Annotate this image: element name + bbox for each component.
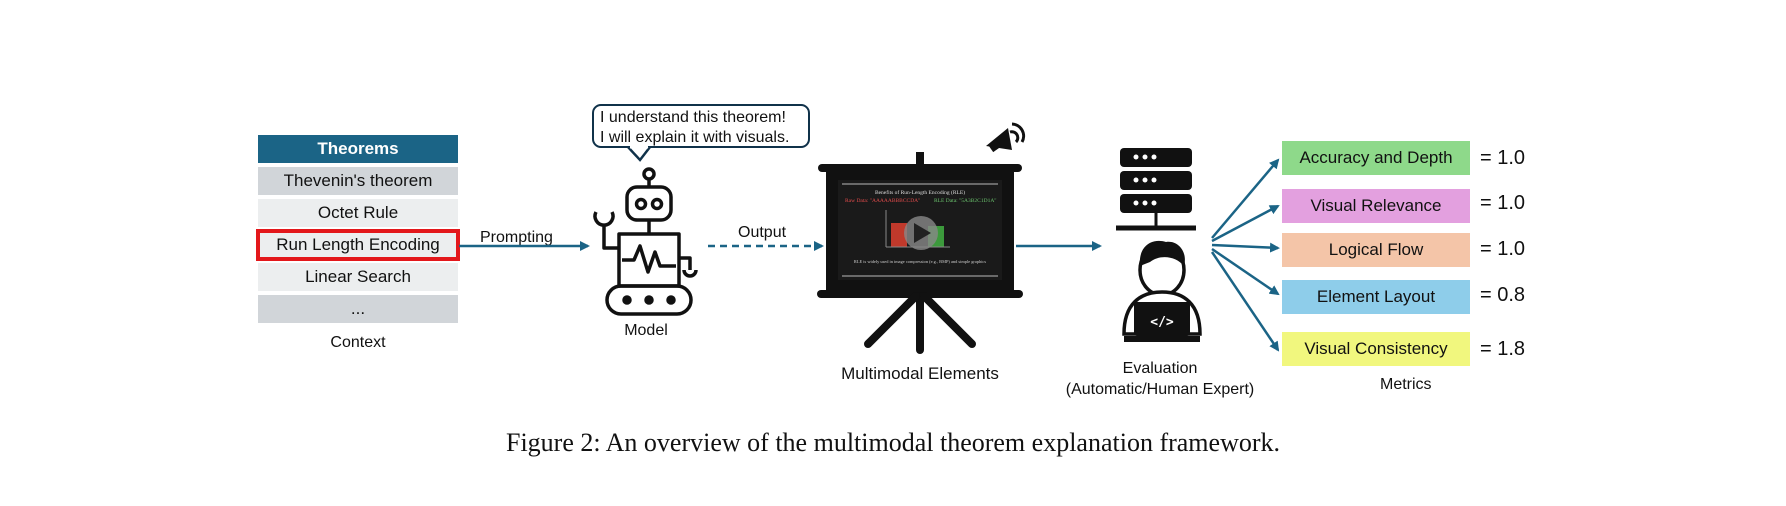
context-label: Context (330, 334, 386, 351)
evaluation-label-line1: Evaluation (1122, 360, 1198, 377)
metrics-label: Metrics (1380, 376, 1432, 393)
slide-raw-data: Raw Data: "AAAAABBBCCDA" (845, 198, 920, 204)
figure-caption: Figure 2: An overview of the multimodal … (505, 428, 1281, 457)
multimodal-label: Multimodal Elements (841, 364, 999, 383)
megaphone-icon (986, 122, 1026, 153)
projector-screen-icon (817, 152, 1023, 354)
output-label: Output (738, 224, 787, 241)
slide-title: Benefits of Run-Length Encoding (RLE) (875, 189, 965, 196)
speech-line-2: I will explain it with visuals. (600, 129, 790, 146)
theorem-item-linear-search[interactable]: Linear Search (258, 263, 458, 291)
metric-value-logical-flow: = 1.0 (1480, 238, 1526, 260)
metric-accuracy-depth: Accuracy and Depth (1282, 141, 1470, 175)
metric-logical-flow: Logical Flow (1282, 233, 1470, 267)
server-icon (1116, 148, 1196, 231)
metric-value-accuracy: = 1.0 (1480, 147, 1526, 169)
human-expert-icon: </> (1122, 240, 1202, 342)
slide-rle-data: RLE Data: "5A3B2C1D1A" (934, 198, 997, 204)
metric-visual-relevance: Visual Relevance (1282, 189, 1470, 223)
metric-value-consistency: = 1.8 (1480, 338, 1526, 360)
theorems-header: Theorems (258, 135, 458, 163)
metric-arrows (1210, 158, 1280, 352)
evaluation-label-line2: (Automatic/Human Expert) (1065, 381, 1255, 398)
theorem-item-rle-selected[interactable]: Run Length Encoding (256, 229, 460, 261)
speech-line-1: I understand this theorem! (600, 109, 786, 126)
theorem-item-octet[interactable]: Octet Rule (258, 199, 458, 227)
speech-bubble: I understand this theorem! I will explai… (592, 104, 810, 148)
speech-tail-icon (627, 146, 651, 162)
metric-value-layout: = 0.8 (1480, 284, 1526, 306)
theorem-item-more[interactable]: ... (258, 295, 458, 323)
metric-value-relevance: = 1.0 (1480, 192, 1526, 214)
model-label: Model (624, 322, 668, 339)
slide-note: RLE is widely used in image compression … (854, 259, 986, 265)
prompting-label: Prompting (480, 229, 553, 246)
theorem-item-thevenin[interactable]: Thevenin's theorem (258, 167, 458, 195)
metric-element-layout: Element Layout (1282, 280, 1470, 314)
metric-visual-consistency: Visual Consistency (1282, 332, 1470, 366)
code-icon: </> (1150, 315, 1174, 330)
robot-icon (593, 167, 698, 316)
